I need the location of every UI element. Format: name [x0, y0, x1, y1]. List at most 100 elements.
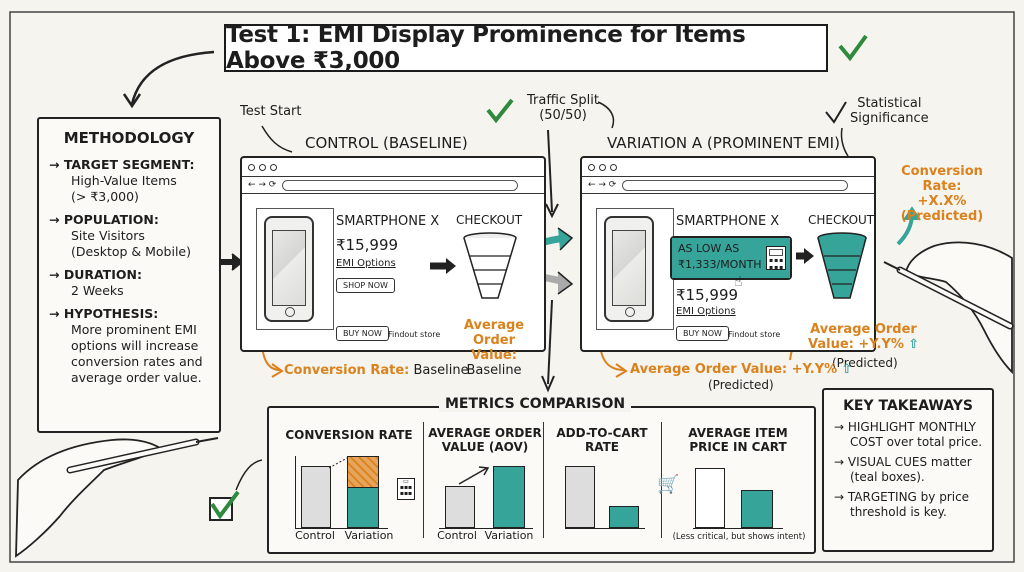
variation-emi-link[interactable]: EMI Options	[676, 306, 736, 317]
takeaway-line: → VISUAL CUES matter	[834, 455, 972, 469]
control-conversion-label: Conversion Rate: Baseline	[284, 363, 469, 378]
product-image-frame	[256, 208, 334, 330]
atc-variation-bar	[609, 506, 639, 528]
traffic-split-text: Traffic Split	[526, 93, 599, 108]
method-item-heading: → TARGET SEGMENT:	[49, 157, 195, 172]
control-emi-link[interactable]: EMI Options	[336, 258, 396, 269]
variation-aov-bottom-label: Average Order Value: +Y.Y% ⇧	[630, 362, 852, 377]
variation-conversion-value: +X.X%	[917, 194, 967, 209]
add-to-cart-title: ADD-TO-CART RATE	[547, 426, 657, 454]
conversion-x-control: Control	[295, 529, 335, 542]
control-checkout-label: CHECKOUT	[456, 213, 523, 227]
method-item: → POPULATION: Site Visitors (Desktop & M…	[39, 212, 219, 260]
method-item-line: More prominent EMI	[71, 322, 197, 337]
control-heading: CONTROL (BASELINE)	[305, 134, 468, 152]
aip-control-bar	[695, 468, 725, 528]
variation-product-price: ₹15,999	[676, 286, 739, 304]
emi-highlight-box[interactable]: AS LOW AS ₹1,333/MONTH ▪▪▪ ▪▪▪	[670, 236, 792, 280]
control-product-price: ₹15,999	[336, 236, 399, 254]
control-aov-line1: Average Order	[463, 318, 525, 348]
control-conversion-value: Baseline	[413, 363, 469, 378]
method-item: → DURATION: 2 Weeks	[39, 267, 219, 299]
calculator-icon: ▪▪▪ ▪▪▪	[766, 246, 786, 271]
takeaway-line: → TARGETING by price	[834, 490, 970, 504]
avg-item-price-chart	[693, 464, 783, 528]
conversion-variation-bar	[347, 486, 379, 528]
stat-significance-label: Statistical Significance	[850, 96, 929, 126]
funnel-icon	[817, 232, 867, 299]
variation-buy-now-button[interactable]: BUY NOW	[676, 326, 729, 341]
window-dot-icon	[610, 163, 617, 171]
variation-conversion-predicted: (Predicted)	[900, 209, 984, 224]
up-arrow-icon: ⇧	[908, 337, 919, 352]
variation-aov-line2-row: Value: +Y.Y% ⇧	[808, 337, 919, 352]
method-item-line: conversion rates and	[71, 354, 203, 369]
conversion-rate-chart	[295, 456, 388, 529]
metrics-panel: METRICS COMPARISON CONVERSION RATE ▭▪▪▪▪…	[267, 396, 816, 554]
variation-aov-line1: Average Order	[810, 322, 917, 337]
method-item-heading: → HYPOTHESIS:	[49, 306, 159, 321]
method-item-line: options will increase	[71, 338, 199, 353]
traffic-split-ratio: (50/50)	[539, 108, 587, 123]
metrics-heading: METRICS COMPARISON	[439, 396, 632, 412]
phone-image	[264, 216, 314, 322]
add-to-cart-title-line1: ADD-TO-CART	[556, 426, 648, 440]
window-dot-icon	[588, 163, 595, 171]
methodology-heading: METHODOLOGY	[63, 129, 195, 147]
traffic-split-label: Traffic Split (50/50)	[518, 93, 608, 123]
methodology-panel: METHODOLOGY → TARGET SEGMENT: High-Value…	[37, 117, 221, 433]
shop-now-button[interactable]: SHOP NOW	[336, 278, 395, 293]
method-item-line: 2 Weeks	[71, 283, 124, 298]
variation-aov-bottom-predicted: (Predicted)	[708, 378, 774, 392]
variation-product-name: SMARTPHONE X	[676, 214, 780, 229]
variation-aov-bottom-text: Average Order Value: +Y.Y%	[630, 362, 838, 377]
control-store-link[interactable]: Findout store	[388, 330, 441, 339]
method-item: → TARGET SEGMENT: High-Value Items (> ₹3…	[39, 157, 219, 205]
url-field	[282, 179, 518, 191]
control-aov-value: Baseline	[466, 363, 522, 378]
variation-store-link[interactable]: Findout store	[728, 330, 781, 339]
up-arrow-icon: ⇧	[841, 362, 853, 377]
variation-funnel	[796, 232, 867, 299]
add-to-cart-title-line2: RATE	[585, 440, 619, 454]
avg-item-price-note: (Less critical, but shows intent)	[672, 532, 806, 542]
variation-aov-predicted: (Predicted)	[832, 356, 898, 370]
method-item-heading: → DURATION:	[49, 267, 142, 282]
window-dot-icon	[259, 163, 266, 171]
aov-title-line2: VALUE (AOV)	[441, 440, 529, 454]
stat-significance-line1: Statistical	[857, 96, 922, 111]
aov-x-control: Control	[437, 529, 477, 542]
phone-image	[604, 216, 654, 322]
test-start-label: Test Start	[240, 104, 302, 119]
avg-item-price-title-line2: PRICE IN CART	[689, 440, 787, 454]
window-dot-icon	[270, 163, 277, 171]
emi-line2: ₹1,333/MONTH	[678, 258, 762, 271]
takeaway-item: → HIGHLIGHT MONTHLY COST over total pric…	[824, 420, 992, 450]
nav-arrows-icon: ← → ⟳	[588, 180, 617, 190]
conversion-rate-title: CONVERSION RATE	[285, 428, 413, 442]
product-image-frame	[596, 208, 674, 330]
method-item-line: (> ₹3,000)	[71, 189, 139, 204]
avg-item-price-title: AVERAGE ITEM PRICE IN CART	[665, 426, 811, 454]
stat-significance-line2: Significance	[850, 111, 929, 126]
control-funnel	[430, 232, 517, 299]
method-item-line: Site Visitors	[71, 228, 145, 243]
atc-control-bar	[565, 466, 595, 528]
window-dot-icon	[248, 163, 255, 171]
shopping-cart-icon: 🛒	[657, 474, 680, 495]
window-dot-icon	[599, 163, 606, 171]
variation-conversion-label: Conversion Rate: +X.X% (Predicted)	[886, 164, 998, 224]
takeaway-line: threshold is key.	[850, 505, 947, 519]
add-to-cart-chart	[565, 464, 645, 528]
takeaway-item: → VISUAL CUES matter (teal boxes).	[824, 455, 992, 485]
takeaway-item: → TARGETING by price threshold is key.	[824, 490, 992, 520]
control-browser-titlebar	[242, 158, 544, 177]
takeaway-line: → HIGHLIGHT MONTHLY	[834, 420, 976, 434]
aov-variation-bar	[493, 466, 525, 528]
aov-control-bar	[445, 486, 475, 528]
variation-conversion-text: Conversion Rate:	[901, 164, 983, 194]
control-buy-now-button[interactable]: BUY NOW	[336, 326, 389, 341]
variation-browser-titlebar	[582, 158, 874, 177]
aov-title: AVERAGE ORDER VALUE (AOV)	[427, 426, 543, 454]
